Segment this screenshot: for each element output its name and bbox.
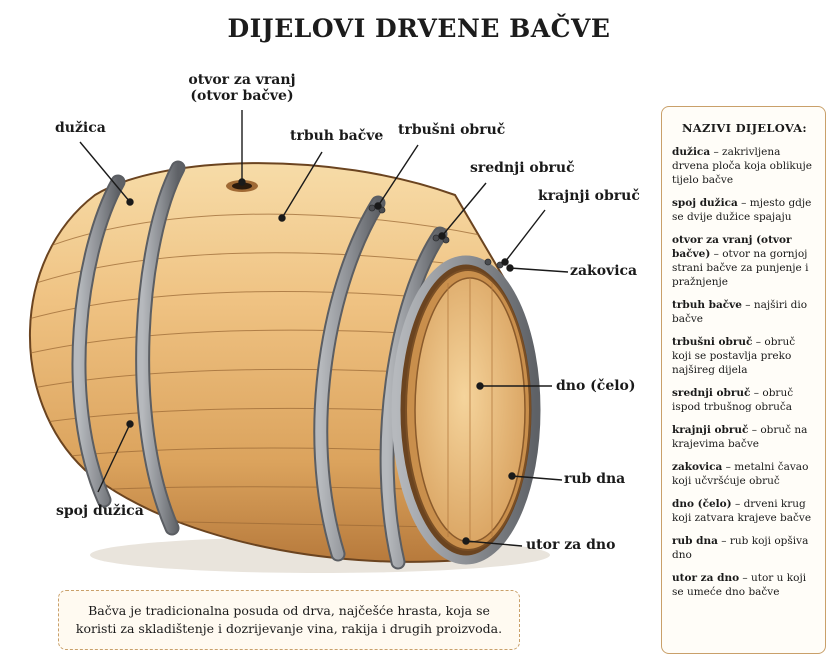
leader-srednji — [441, 182, 487, 237]
legend-item: rub dna – rub koji opšiva dno — [672, 534, 817, 562]
leader-krajnji — [504, 209, 546, 263]
legend-desc: – otvor na gornjoj strani bačve za punje… — [672, 248, 809, 288]
legend-desc: – utor u koji se umeće dno bačve — [672, 572, 807, 598]
leader-zakovica — [509, 267, 569, 273]
legend-desc: – obruč ispod trbušnog obruča — [672, 387, 794, 413]
label-duzica: dužica — [55, 120, 106, 136]
leader-spoj — [97, 423, 131, 493]
legend-item: utor za dno – utor u koji se umeće dno b… — [672, 571, 817, 599]
barrel-head — [391, 255, 541, 565]
description-note: Bačva je tradicionalna posuda od drva, n… — [58, 590, 520, 650]
label-otvor-za-vranj: otvor za vranj (otvor bačve) — [180, 72, 304, 104]
legend-panel: NAZIVI DIJELOVA: dužica – zakrivljena dr… — [661, 106, 826, 654]
legend-desc: – obruč koji se postavlja preko najšireg… — [672, 336, 796, 376]
label-trbusni-obruc: trbušni obruč — [398, 122, 506, 138]
label-krajnji-obruc: krajnji obruč — [538, 188, 640, 204]
hoop-belly — [313, 195, 386, 562]
legend-term: zakovica — [672, 461, 723, 473]
legend-desc: – obruč na krajevima bačve — [672, 424, 808, 450]
label-dno: dno (čelo) — [556, 378, 636, 394]
hoop-end-left — [71, 174, 126, 508]
hoop-middle-left — [135, 160, 186, 536]
legend-term: dno (čelo) — [672, 498, 732, 510]
legend-term: dužica — [672, 146, 711, 158]
rivet — [368, 204, 376, 212]
legend-desc: – zakrivljena drvena ploča koja oblikuje… — [672, 146, 813, 186]
legend-item: trbušni obruč – obruč koji se postavlja … — [672, 335, 817, 377]
legend-term: rub dna — [672, 535, 718, 547]
legend-desc: – metalni čavao koji učvršćuje obruč — [672, 461, 809, 487]
leader-utor — [465, 540, 523, 547]
leader-duzica — [79, 141, 131, 203]
legend-term: srednji obruč — [672, 387, 751, 399]
leader-trbuh — [281, 151, 323, 219]
legend-desc: – drveni krug koji zatvara krajeve bačve — [672, 498, 812, 524]
label-otvor-line1: otvor za vranj — [188, 72, 296, 88]
legend-item: dužica – zakrivljena drvena ploča koja o… — [672, 145, 817, 187]
description-text: Bačva je tradicionalna posuda od drva, n… — [75, 603, 503, 636]
label-trbuh-bacve: trbuh bačve — [290, 128, 384, 144]
legend-item: trbuh bačve – najširi dio bačve — [672, 298, 817, 326]
legend-item: srednji obruč – obruč ispod trbušnog obr… — [672, 386, 817, 414]
hoop-middle-right — [379, 226, 448, 570]
label-otvor-line2: (otvor bačve) — [190, 88, 294, 104]
bunghole — [226, 180, 258, 192]
legend-term: trbušni obruč — [672, 336, 753, 348]
label-zakovica: zakovica — [570, 263, 638, 279]
legend-term: utor za dno — [672, 572, 740, 584]
legend-term: otvor za vranj (otvor bačve) — [672, 234, 792, 260]
rivet — [432, 234, 440, 242]
leader-rub — [511, 475, 563, 481]
legend-item: krajnji obruč – obruč na krajevima bačve — [672, 423, 817, 451]
page-title: DIJELOVI DRVENE BAČVE — [227, 14, 611, 43]
rivet — [484, 258, 492, 266]
label-spoj-duzica: spoj dužica — [56, 503, 144, 519]
legend-desc: – najširi dio bačve — [672, 299, 808, 325]
leader-trbusni — [377, 144, 419, 207]
legend-item: zakovica – metalni čavao koji učvršćuje … — [672, 460, 817, 488]
head-rim-hoop — [391, 255, 541, 565]
legend-item: otvor za vranj (otvor bačve) – otvor na … — [672, 233, 817, 289]
legend-item: spoj dužica – mjesto gdje se dvije dužic… — [672, 196, 817, 224]
legend-desc: – mjesto gdje se dvije dužice spajaju — [672, 197, 812, 223]
legend-item: dno (čelo) – drveni krug koji zatvara kr… — [672, 497, 817, 525]
legend-heading: NAZIVI DIJELOVA: — [682, 121, 807, 135]
legend-desc: – rub koji opšiva dno — [672, 535, 809, 561]
leader-lines — [79, 110, 569, 547]
legend-term: spoj dužica — [672, 197, 738, 209]
label-utor-za-dno: utor za dno — [526, 537, 616, 553]
label-srednji-obruc: srednji obruč — [470, 160, 575, 176]
legend-term: trbuh bačve — [672, 299, 742, 311]
legend-term: krajnji obruč — [672, 424, 749, 436]
label-rub-dna: rub dna — [564, 471, 626, 487]
